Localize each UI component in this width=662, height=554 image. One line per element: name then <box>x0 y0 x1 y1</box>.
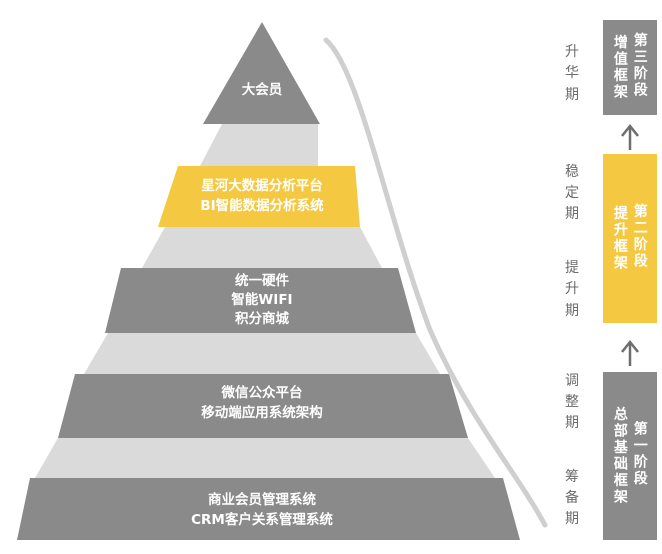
pyramid-tier-top <box>203 22 320 124</box>
tier-connector <box>84 333 440 374</box>
tier-connector <box>142 227 382 268</box>
stage-char: 阶 <box>634 236 649 253</box>
arrow-up-icon <box>621 339 639 366</box>
stage-char: 段 <box>634 470 648 487</box>
phase-label: 升 华 期 <box>565 44 579 103</box>
stage-char: 升 <box>614 221 628 238</box>
stage-char: 第 <box>634 203 648 220</box>
tier-label: 智能WIFI <box>231 291 292 308</box>
stage-char: 增 <box>614 34 628 51</box>
stage-char: 框 <box>614 238 628 255</box>
phase-label: 筹 备 期 <box>565 468 579 527</box>
phase-char: 升 <box>565 281 579 297</box>
stage-char: 三 <box>634 49 648 65</box>
phase-char: 华 <box>565 65 579 81</box>
stage-char: 第 <box>634 420 648 437</box>
phase-char: 升 <box>565 44 579 60</box>
phase-char: 整 <box>565 394 579 410</box>
phase-label: 提 升 期 <box>565 260 579 319</box>
stage-char: 阶 <box>634 65 649 82</box>
phase-char: 定 <box>565 185 579 201</box>
tier-label: 星河大数据分析平台 <box>201 177 323 194</box>
stage-char: 值 <box>614 50 628 67</box>
tier-label: 商业会员管理系统 <box>208 491 316 508</box>
stage-char: 第 <box>634 32 648 49</box>
tier-label: 统一硬件 <box>235 272 289 289</box>
tier-connector <box>35 438 495 478</box>
phase-char: 期 <box>565 415 579 431</box>
phase-char: 期 <box>565 303 579 319</box>
tier-label: 积分商城 <box>235 310 289 327</box>
arrow-up-icon <box>621 123 639 150</box>
pyramid-tier-2 <box>158 166 360 227</box>
phase-char: 稳 <box>565 164 579 180</box>
pyramid-tier-3 <box>105 268 416 333</box>
phase-char: 期 <box>565 511 579 527</box>
stage-box-first <box>603 372 657 540</box>
tier-label: 移动端应用系统架构 <box>201 404 323 421</box>
stage-char: 框 <box>614 67 628 84</box>
phase-char: 筹 <box>565 468 579 485</box>
phase-char: 提 <box>565 260 579 276</box>
pyramid-tier-base <box>17 478 520 540</box>
stage-char: 架 <box>613 83 628 100</box>
stage-char: 阶 <box>634 453 649 470</box>
stage-char: 部 <box>614 422 628 439</box>
stage-char: 架 <box>613 488 628 505</box>
stage-char: 段 <box>634 252 648 269</box>
phase-char: 调 <box>565 373 579 389</box>
tier-connector <box>200 124 318 166</box>
stage-char: 架 <box>613 254 628 271</box>
stage-char: 二 <box>634 220 648 236</box>
pyramid-tier-4 <box>58 374 468 438</box>
stage-char: 基 <box>614 439 629 456</box>
tier-label: 大会员 <box>242 81 283 98</box>
tier-label: CRM客户关系管理系统 <box>191 511 333 528</box>
stage-box-third <box>603 20 657 115</box>
stage-char: 础 <box>614 455 628 472</box>
stage-char: 提 <box>614 206 629 222</box>
stage-box-second <box>603 154 657 323</box>
stage-char: 框 <box>614 472 628 489</box>
stage-char: 段 <box>634 81 648 98</box>
progression-curve <box>323 37 548 528</box>
phase-char: 期 <box>565 87 579 103</box>
stage-char: 总 <box>614 406 628 423</box>
tier-label: 微信公众平台 <box>221 384 303 401</box>
tier-label: BI智能数据分析系统 <box>200 197 324 214</box>
stage-char: 一 <box>634 438 648 454</box>
phase-char: 备 <box>565 489 579 506</box>
phase-label: 稳 定 期 <box>565 164 579 222</box>
phase-char: 期 <box>565 206 579 222</box>
phase-label: 调 整 期 <box>565 373 579 431</box>
